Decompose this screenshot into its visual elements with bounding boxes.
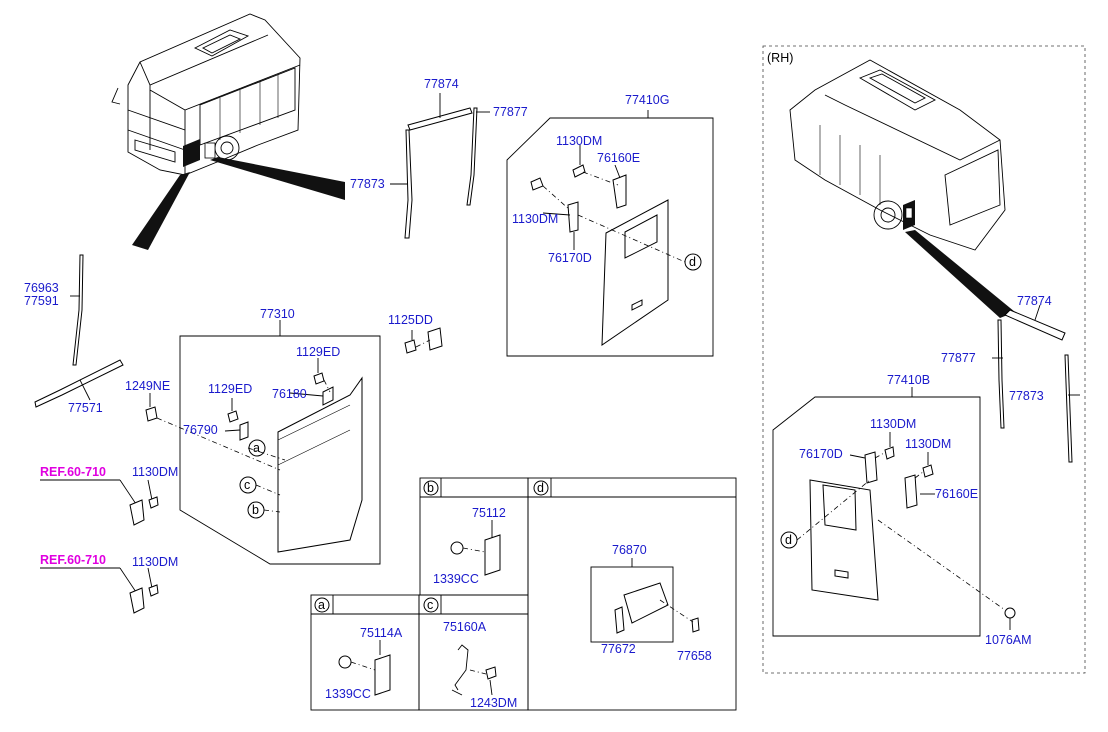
bus-illustration-left [111,13,345,250]
label-75160a: 75160A [443,620,487,634]
label-76963: 76963 [24,281,59,295]
label-76160e-b: 76160E [935,487,978,501]
callout-d-door-g: d [689,255,696,269]
label-1130dm-b2: 1130DM [905,437,951,451]
label-76170d-b: 76170D [799,447,843,461]
label-77877-rh: 77877 [941,351,976,365]
label-1129ed-1: 1129ED [296,345,340,359]
detail-c-title: c [427,598,433,612]
label-1129ed-2: 1129ED [208,382,252,396]
seal-strips-left [390,93,490,239]
rh-panel [762,45,1086,674]
label-1130dm-ref1: 1130DM [132,465,178,479]
ref-label-1: REF.60-710 [40,465,106,479]
label-1076am: 1076AM [985,633,1032,647]
label-1130dm-b1: 1130DM [870,417,916,431]
part-labels: (RH) 77874 77877 77873 77410G 1130DM 761… [24,51,1052,710]
label-77571: 77571 [68,401,103,415]
label-76870: 76870 [612,543,647,557]
side-strips-left [34,254,124,408]
label-77658: 77658 [677,649,712,663]
label-76790: 76790 [183,423,218,437]
label-1125dd: 1125DD [388,313,433,327]
label-77874-left: 77874 [424,77,459,91]
detail-d-title: d [537,481,544,495]
label-76170d-g: 76170D [548,251,592,265]
detail-boxes [310,477,737,711]
door-assembly-77410g [506,110,714,357]
label-1130dm-g2: 1130DM [512,212,558,226]
callout-b-mudflap: b [252,503,259,517]
label-77877-left: 77877 [493,105,528,119]
label-77591: 77591 [24,294,59,308]
label-77410b: 77410B [887,373,930,387]
label-76160e-g: 76160E [597,151,640,165]
label-75112: 75112 [472,506,506,520]
label-1339cc-a: 1339CC [325,687,371,701]
label-77873-rh: 77873 [1009,389,1044,403]
detail-a-title: a [318,598,325,612]
label-77672: 77672 [601,642,636,656]
label-77310: 77310 [260,307,295,321]
label-1130dm-g1: 1130DM [556,134,602,148]
rh-label: (RH) [767,51,793,65]
label-1130dm-ref2: 1130DM [132,555,178,569]
label-1243dm: 1243DM [470,696,517,710]
callout-c-mudflap: c [244,478,250,492]
mudflap-assembly-77310 [145,320,443,565]
callout-a-mudflap: a [253,441,260,455]
ref-brackets-left [40,479,159,614]
label-75114a: 75114A [360,626,403,640]
label-76180: 76180 [272,387,307,401]
label-77873-left: 77873 [350,177,385,191]
label-77874-rh: 77874 [1017,294,1052,308]
ref-label-2: REF.60-710 [40,553,106,567]
label-77410g: 77410G [625,93,669,107]
callout-d-door-b: d [785,533,792,547]
label-1339cc-b: 1339CC [433,572,479,586]
label-1249ne: 1249NE [125,379,170,393]
detail-b-title: b [427,481,434,495]
